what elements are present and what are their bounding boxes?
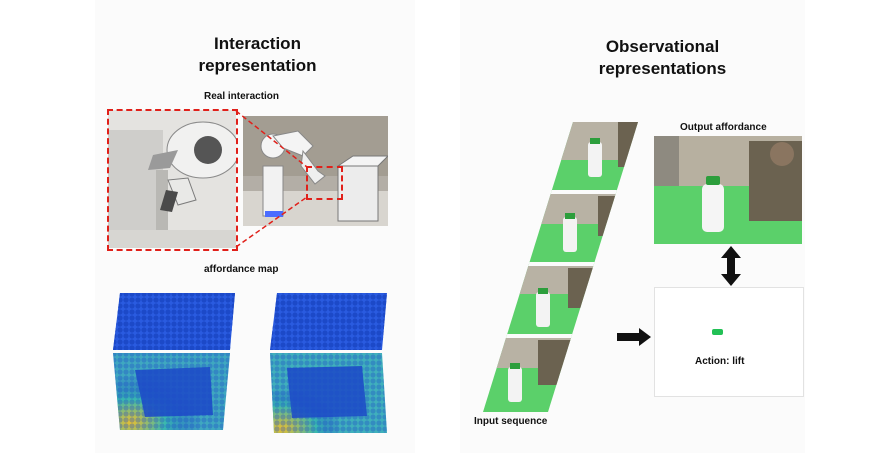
gripper-closeup-image [108, 110, 236, 248]
gripper-closeup-photo [108, 110, 236, 248]
observational-title: Observational representations [565, 36, 760, 80]
real-interaction-label: Real interaction [204, 91, 280, 102]
input-sequence-label: Input sequence [474, 416, 548, 427]
observational-title-line1: Observational [605, 37, 720, 56]
action-panel: Action: lift [654, 287, 804, 397]
input-sequence [478, 122, 638, 412]
observational-title-line2: representations [598, 59, 727, 78]
interaction-title-line2: representation [198, 56, 317, 75]
input-sequence-frames [483, 122, 638, 412]
action-label: Action: lift [695, 356, 745, 367]
output-affordance-image [654, 136, 802, 244]
output-affordance-label: Output affordance [680, 122, 767, 133]
closeup-dashed-frame [107, 109, 238, 251]
robot-dashed-frame [306, 166, 343, 200]
double-vertical-arrow-icon [721, 246, 741, 286]
interaction-title-line1: Interaction [214, 34, 301, 53]
robot-arm-icon [243, 116, 388, 226]
affordance-map-label: affordance map [204, 264, 279, 275]
green-marker [712, 329, 723, 335]
affordance-map-cube-2 [270, 293, 387, 433]
right-arrow-icon [617, 328, 651, 346]
robot-arm-photo [243, 116, 388, 226]
milk-bottle-icon [654, 136, 802, 244]
affordance-map-cube-1 [113, 293, 235, 430]
interaction-title: Interaction representation [150, 33, 365, 77]
